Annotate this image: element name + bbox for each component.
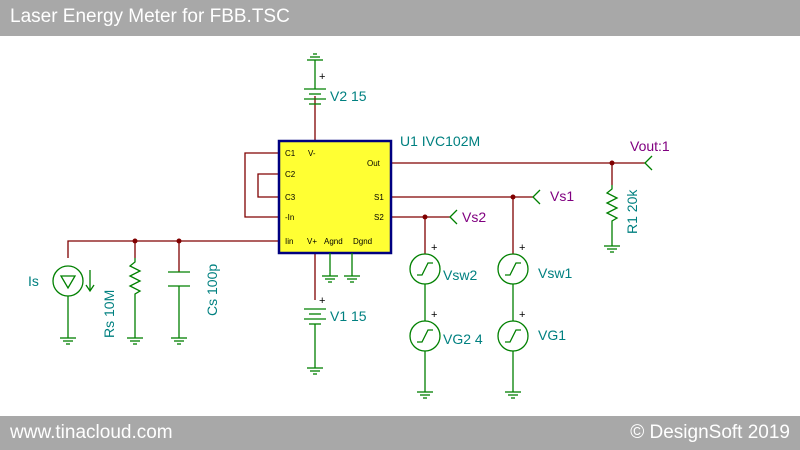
is-label: Is (28, 273, 39, 289)
pin-c2: C2 (285, 170, 296, 179)
net-vout-label: Vout:1 (630, 138, 670, 154)
pin-vminus: V- (308, 149, 316, 158)
vsw2-polarity: + (431, 242, 437, 254)
pin-agnd: Agnd (324, 237, 343, 246)
net-vout-terminal (644, 155, 653, 171)
r1-label: R1 20k (624, 189, 640, 234)
v1-label: V1 15 (330, 308, 367, 324)
resistor-r1[interactable] (603, 185, 621, 253)
battery-v1[interactable]: + (304, 295, 326, 375)
schematic-canvas: C1 V- C2 C3 -In Iin V+ Agnd Dgnd Out S1 … (28, 53, 670, 399)
pin-out: Out (367, 159, 381, 168)
pin-dgnd: Dgnd (353, 237, 372, 246)
wires (67, 96, 645, 300)
vsw1-polarity: + (519, 242, 525, 254)
footer-website: www.tinacloud.com (10, 422, 173, 443)
net-vs2-label: Vs2 (462, 209, 486, 225)
vsw1-label: Vsw1 (538, 265, 572, 281)
net-vs1-terminal (532, 189, 541, 205)
rs-label: Rs 10M (101, 290, 117, 338)
pin-s1: S1 (374, 193, 384, 202)
pin-c3: C3 (285, 193, 296, 202)
battery-v2[interactable]: + (304, 53, 326, 105)
vsw2-label: Vsw2 (443, 267, 477, 283)
v2-label: V2 15 (330, 88, 367, 104)
resistor-rs[interactable] (126, 258, 144, 345)
footer-copyright: © DesignSoft 2019 (630, 422, 790, 443)
title-bar: Laser Energy Meter for FBB.TSC (0, 0, 800, 36)
page-title: Laser Energy Meter for FBB.TSC (10, 6, 290, 27)
junctions (132, 160, 615, 244)
pin-vplus: V+ (307, 237, 317, 246)
pulse-source-vg2[interactable]: + (409, 309, 441, 352)
pulse-source-vg1[interactable]: + (497, 309, 529, 352)
v2-polarity: + (319, 71, 325, 83)
net-vs2-terminal (449, 209, 458, 225)
footer-bar: www.tinacloud.com © DesignSoft 2019 (0, 416, 800, 450)
pin-iin: Iin (285, 237, 293, 246)
pin-s2: S2 (374, 213, 384, 222)
u1-label: U1 IVC102M (400, 133, 480, 149)
vg1-polarity: + (519, 309, 525, 321)
pin-c1: C1 (285, 149, 296, 158)
cs-label: Cs 100p (204, 264, 220, 316)
net-vs1-label: Vs1 (550, 188, 574, 204)
v1-polarity: + (319, 295, 325, 307)
pulse-source-vsw2[interactable]: + (409, 242, 441, 285)
capacitor-cs[interactable] (168, 271, 190, 345)
vg1-label: VG1 (538, 327, 566, 343)
ic-u1[interactable]: C1 V- C2 C3 -In Iin V+ Agnd Dgnd Out S1 … (277, 139, 393, 255)
pin-in-neg: -In (285, 213, 294, 222)
vg2-label: VG2 4 (443, 331, 483, 347)
current-source-is[interactable] (52, 265, 95, 345)
vg2-polarity: + (431, 309, 437, 321)
pulse-source-vsw1[interactable]: + (497, 242, 529, 285)
ic-ground-pins (322, 253, 360, 283)
